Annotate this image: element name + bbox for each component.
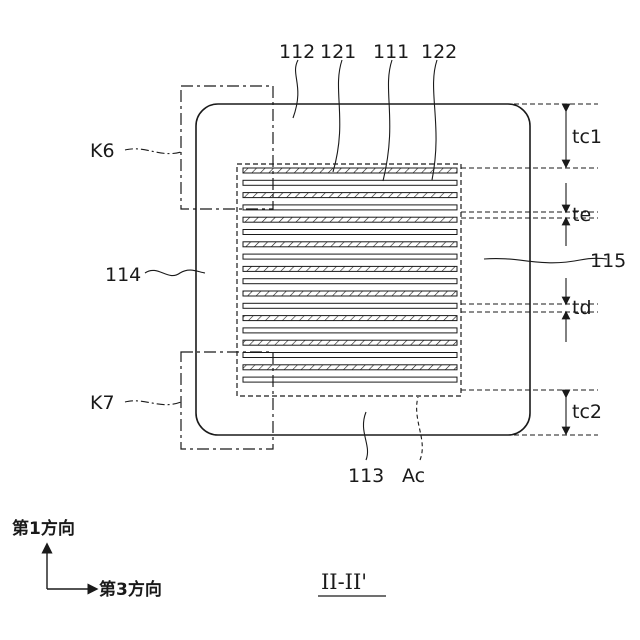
electrode-layer-hatched — [243, 340, 457, 345]
label-third-direction: 第3方向 — [99, 579, 162, 600]
label-k6: K6 — [90, 140, 115, 162]
electrode-layer-hatched — [243, 242, 457, 247]
electrode-layer-hatched — [243, 291, 457, 296]
leader-lines — [145, 60, 607, 460]
label-115: 115 — [590, 250, 626, 272]
electrode-layer-plain — [243, 303, 457, 308]
electrode-layer-hatched — [243, 217, 457, 222]
label-112: 112 — [279, 41, 315, 63]
label-113: 113 — [348, 465, 384, 487]
label-122: 122 — [421, 41, 457, 63]
electrode-layer-plain — [243, 279, 457, 284]
electrode-layer-hatched — [243, 168, 457, 173]
electrode-layer-plain — [243, 328, 457, 333]
electrode-layer-plain — [243, 377, 457, 382]
electrode-layer-hatched — [243, 193, 457, 198]
electrode-layers — [243, 168, 457, 382]
label-ac: Ac — [402, 465, 425, 487]
label-k7: K7 — [90, 392, 115, 414]
label-121: 121 — [320, 41, 356, 63]
label-111: 111 — [373, 41, 409, 63]
section-caption: II-II' — [321, 570, 367, 594]
electrode-layer-plain — [243, 205, 457, 210]
electrode-layer-hatched — [243, 266, 457, 271]
electrode-layer-hatched — [243, 316, 457, 321]
label-td: td — [572, 297, 592, 319]
label-first-direction: 第1方向 — [12, 518, 75, 539]
electrode-layer-plain — [243, 353, 457, 358]
electrode-layer-plain — [243, 230, 457, 235]
electrode-layer-plain — [243, 254, 457, 259]
label-tc2: tc2 — [572, 401, 602, 423]
electrode-layer-plain — [243, 180, 457, 185]
label-te: te — [572, 204, 591, 226]
label-tc1: tc1 — [572, 126, 602, 148]
k7-leader — [125, 401, 181, 405]
k6-leader — [125, 149, 181, 154]
label-114: 114 — [105, 264, 141, 286]
electrode-layer-hatched — [243, 365, 457, 370]
